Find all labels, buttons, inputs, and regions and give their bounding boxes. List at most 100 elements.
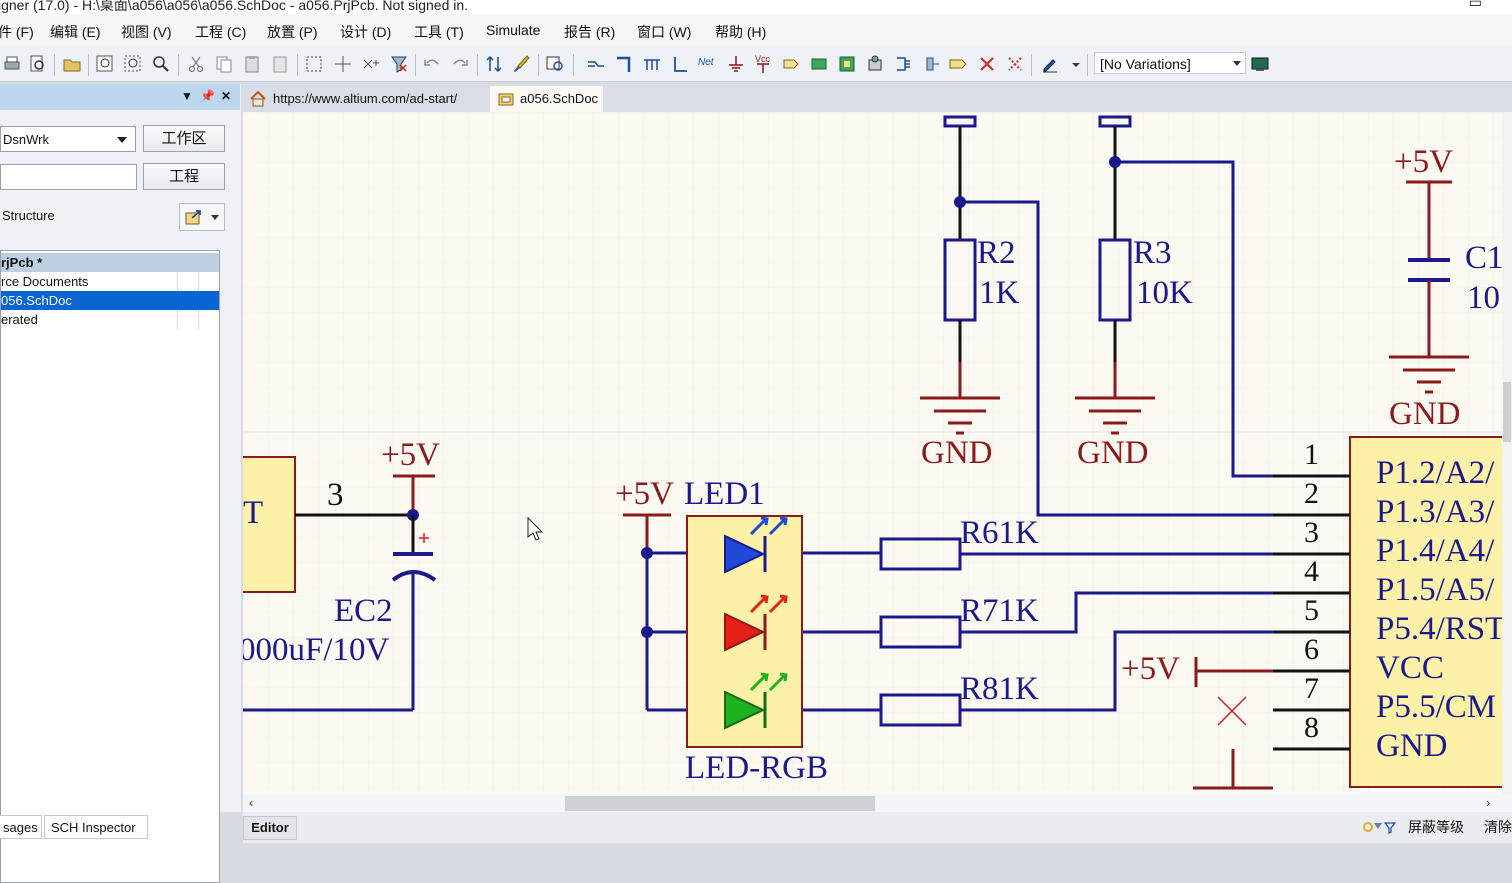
harness-connector-icon[interactable] bbox=[921, 54, 941, 74]
cut-icon[interactable] bbox=[186, 54, 206, 74]
open-folder-icon[interactable] bbox=[62, 54, 82, 74]
schematic-doc-icon bbox=[498, 93, 514, 106]
capacitor-ec2[interactable] bbox=[243, 474, 437, 712]
bus-icon[interactable] bbox=[614, 54, 634, 74]
vcc-port-icon[interactable]: Vcc bbox=[753, 54, 777, 74]
export-icon bbox=[185, 210, 201, 225]
compile-mask-icon[interactable] bbox=[1005, 54, 1025, 74]
vertical-scroll-thumb[interactable] bbox=[1503, 382, 1511, 442]
menu-help[interactable]: 帮助 (H) bbox=[715, 24, 767, 40]
tab-messages[interactable]: sages bbox=[0, 815, 42, 839]
select-area-icon[interactable] bbox=[304, 54, 324, 74]
menu-view[interactable]: 视图 (V) bbox=[121, 24, 172, 40]
vertical-scrollbar[interactable] bbox=[1502, 112, 1512, 794]
horizontal-scroll-thumb[interactable] bbox=[565, 796, 875, 811]
zoom-fit-icon[interactable] bbox=[95, 54, 115, 74]
tree-item-source-documents[interactable]: rce Documents bbox=[1, 272, 219, 291]
tab-sch-inspector[interactable]: SCH Inspector bbox=[44, 815, 148, 839]
tab-editor[interactable]: Editor bbox=[243, 816, 297, 840]
workspace-combo[interactable]: DsnWrk bbox=[0, 126, 136, 152]
menu-reports[interactable]: 报告 (R) bbox=[564, 24, 616, 40]
redo-icon[interactable] bbox=[450, 54, 470, 74]
gnd-symbol[interactable] bbox=[1075, 362, 1155, 435]
move-icon[interactable] bbox=[333, 54, 353, 74]
clear-button[interactable]: 清除 bbox=[1484, 819, 1512, 835]
c1-value: 10 bbox=[1467, 280, 1500, 316]
zoom-selected-icon[interactable] bbox=[151, 54, 171, 74]
connector-partial[interactable] bbox=[243, 456, 413, 593]
ic-body[interactable] bbox=[1349, 436, 1512, 788]
print-icon[interactable] bbox=[2, 54, 22, 74]
monitor-icon[interactable] bbox=[1250, 54, 1270, 74]
hierarchy-icon[interactable] bbox=[484, 54, 504, 74]
menu-file[interactable]: 件 (F) bbox=[0, 24, 34, 40]
maximize-icon[interactable]: ▭ bbox=[1468, 0, 1482, 10]
paste-icon[interactable] bbox=[242, 54, 262, 74]
capacitor-c1[interactable] bbox=[1389, 180, 1469, 394]
menu-place[interactable]: 放置 (P) bbox=[267, 24, 318, 40]
tab-schdoc[interactable]: a056.SchDoc bbox=[490, 86, 603, 112]
off-sheet-connector-icon[interactable] bbox=[948, 54, 968, 74]
gnd-port-icon[interactable] bbox=[726, 54, 746, 74]
schematic-drawing bbox=[243, 112, 1512, 794]
part-icon[interactable] bbox=[809, 54, 829, 74]
horizontal-scrollbar[interactable]: ‹ › bbox=[243, 794, 1512, 812]
variations-value: [No Variations] bbox=[1100, 56, 1191, 72]
sheet-symbol-icon[interactable] bbox=[837, 54, 857, 74]
tree-item-schdoc[interactable]: 056.SchDoc bbox=[1, 291, 219, 310]
menu-project[interactable]: 工程 (C) bbox=[195, 24, 247, 40]
structure-button[interactable] bbox=[179, 203, 225, 231]
copy-icon[interactable] bbox=[214, 54, 234, 74]
no-erc-icon[interactable] bbox=[977, 54, 997, 74]
rubber-stamp-icon[interactable] bbox=[270, 54, 290, 74]
menu-simulate[interactable]: Simulate bbox=[486, 22, 541, 38]
undo-icon[interactable] bbox=[422, 54, 442, 74]
gnd-symbol[interactable] bbox=[1193, 749, 1273, 790]
print-preview-icon[interactable] bbox=[28, 54, 48, 74]
signal-harness-icon[interactable] bbox=[670, 54, 690, 74]
project-button[interactable]: 工程 bbox=[143, 163, 225, 190]
pin-icon[interactable]: 📌 bbox=[200, 89, 215, 103]
panel-menu-icon[interactable]: ▼ bbox=[181, 89, 193, 103]
scroll-left-icon[interactable]: ‹ bbox=[249, 795, 254, 810]
bus-entry-icon[interactable] bbox=[642, 54, 662, 74]
r7-label: R71K bbox=[960, 593, 1039, 629]
deselect-icon[interactable] bbox=[361, 54, 381, 74]
close-icon[interactable]: ✕ bbox=[220, 89, 232, 103]
resistor-r3[interactable] bbox=[1098, 115, 1132, 362]
scroll-right-icon[interactable]: › bbox=[1486, 795, 1491, 810]
device-sheet-icon[interactable] bbox=[865, 54, 885, 74]
vcc-label-text: Vcc bbox=[755, 54, 771, 64]
menu-edit[interactable]: 编辑 (E) bbox=[50, 24, 101, 40]
filter-icon[interactable] bbox=[1362, 818, 1398, 836]
port-icon[interactable] bbox=[781, 54, 801, 74]
tab-home-label: https://www.altium.com/ad-start/ bbox=[273, 91, 458, 106]
schematic-canvas[interactable]: R2 1K R3 10K GND GND GND +5V C1 10 +5V +… bbox=[243, 112, 1512, 794]
net-label-text: Net bbox=[698, 57, 714, 68]
menu-design[interactable]: 设计 (D) bbox=[340, 24, 392, 40]
brush-icon[interactable] bbox=[511, 54, 531, 74]
variations-dropdown[interactable]: [No Variations] bbox=[1094, 52, 1246, 74]
led-rgb[interactable] bbox=[623, 513, 881, 748]
tree-item-generated[interactable]: erated bbox=[1, 310, 219, 329]
clear-filter-icon[interactable] bbox=[389, 54, 409, 74]
power-port-5v[interactable] bbox=[1194, 657, 1273, 687]
gnd-symbol[interactable] bbox=[920, 362, 1000, 435]
zoom-area-icon[interactable] bbox=[123, 54, 143, 74]
browse-component-icon[interactable] bbox=[545, 54, 565, 74]
project-field[interactable] bbox=[0, 164, 137, 190]
menu-window[interactable]: 窗口 (W) bbox=[637, 24, 692, 40]
pen-icon[interactable] bbox=[1040, 54, 1060, 74]
chevron-down-icon bbox=[117, 137, 127, 143]
sheet-entry-icon[interactable] bbox=[893, 54, 913, 74]
mask-level-button[interactable]: 屏蔽等级 bbox=[1408, 819, 1464, 835]
net-label-icon[interactable]: Net bbox=[697, 54, 721, 74]
r2-value: 1K bbox=[979, 275, 1020, 311]
wire-icon[interactable] bbox=[586, 54, 606, 74]
tree-item-project[interactable]: rjPcb * bbox=[1, 253, 219, 272]
workspace-button[interactable]: 工作区 bbox=[143, 125, 225, 152]
menu-tools[interactable]: 工具 (T) bbox=[414, 24, 464, 40]
tab-home[interactable]: https://www.altium.com/ad-start/ bbox=[243, 86, 487, 112]
resistor-r2[interactable] bbox=[943, 115, 977, 362]
chevron-down-icon[interactable] bbox=[1066, 54, 1080, 74]
